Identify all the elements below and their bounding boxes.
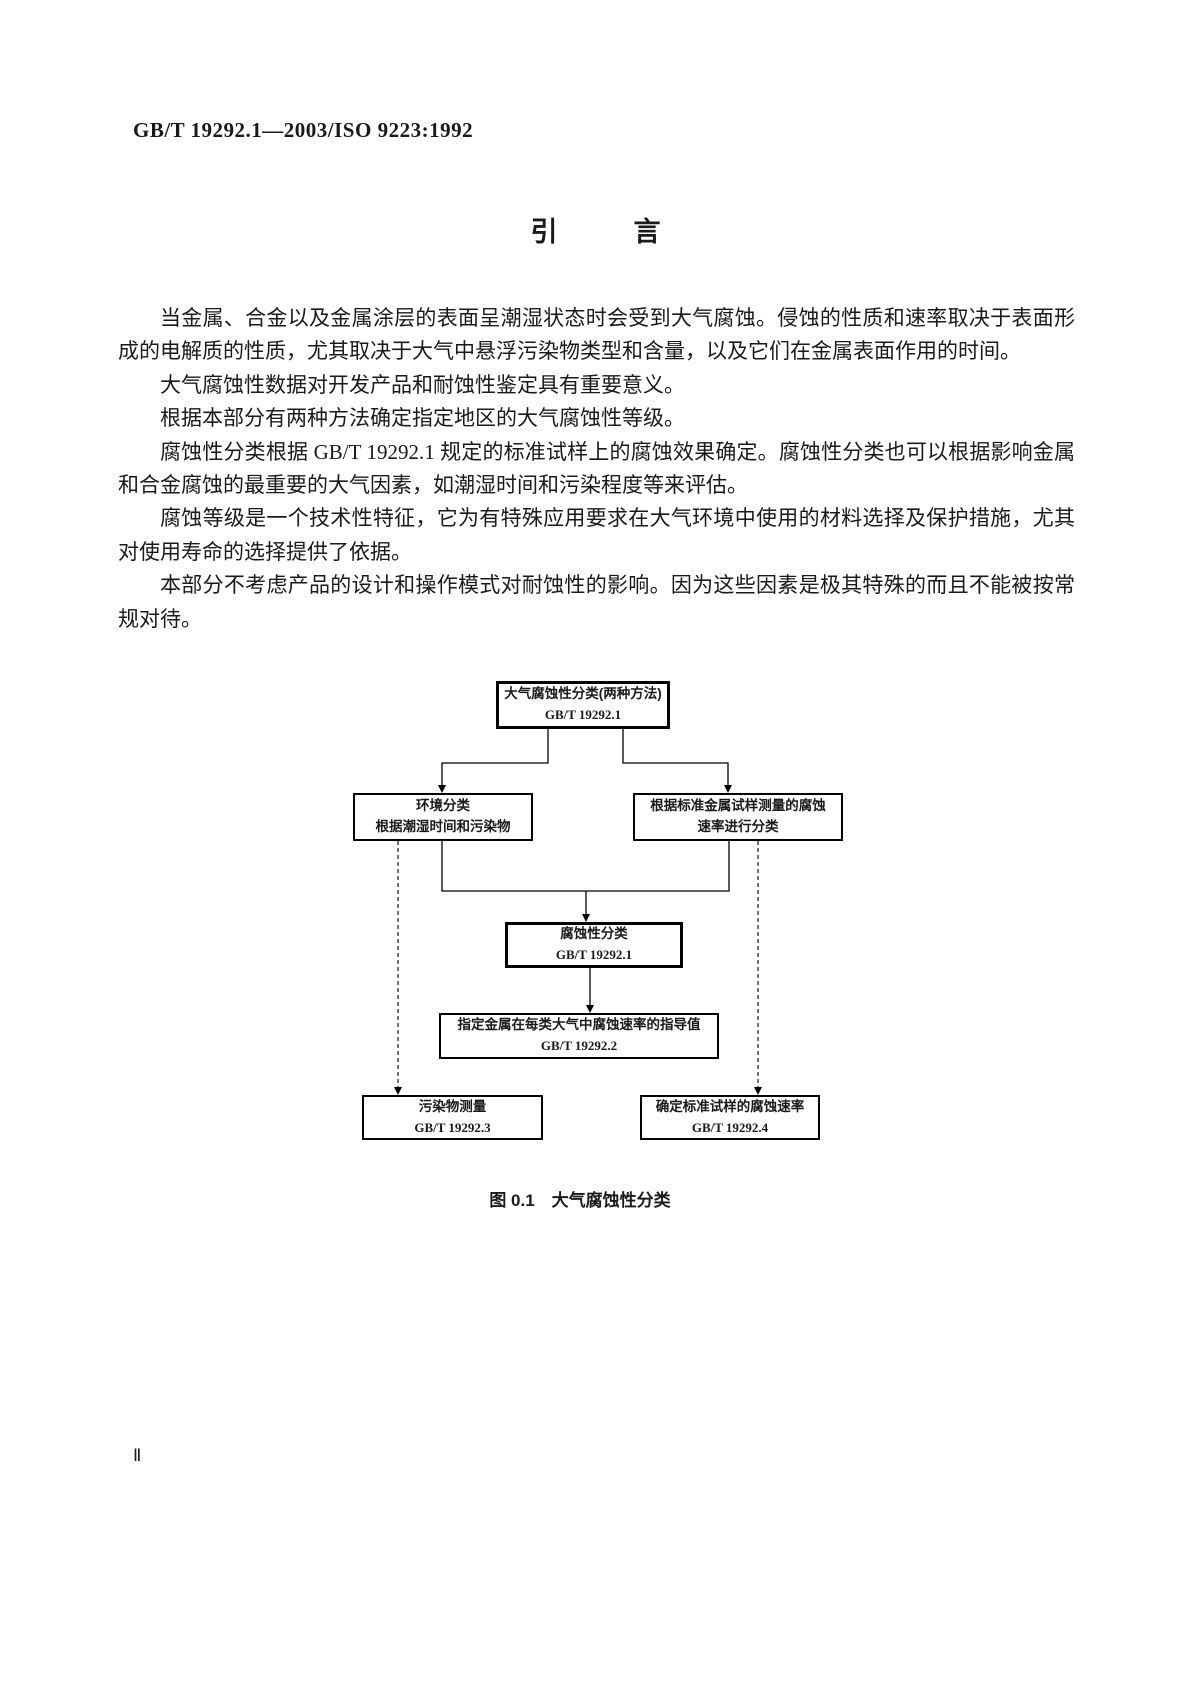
- title-char-2: 言: [633, 217, 661, 247]
- box-label: 指定金属在每类大气中腐蚀速率的指导值: [457, 1017, 701, 1033]
- page-title: 引 言: [0, 210, 1191, 249]
- flowchart-box-atmospheric-classification: 大气腐蚀性分类(两种方法) GB/T 19292.1: [496, 681, 670, 729]
- flowchart-box-corrosivity-classification: 腐蚀性分类 GB/T 19292.1: [505, 922, 683, 968]
- connector-line: [441, 729, 549, 787]
- page-number: Ⅱ: [133, 1446, 142, 1465]
- box-label: 大气腐蚀性分类(两种方法): [504, 686, 662, 702]
- flowchart-box-pollution-measurement: 污染物测量 GB/T 19292.3: [362, 1095, 543, 1140]
- arrowhead-icon: [724, 785, 732, 793]
- flowchart-box-metal-specimen-classification: 根据标准金属试样测量的腐蚀 速率进行分类: [633, 793, 843, 841]
- connector-line: [441, 841, 730, 892]
- arrowhead-icon: [394, 1087, 402, 1095]
- flowchart-box-guiding-values: 指定金属在每类大气中腐蚀速率的指导值 GB/T 19292.2: [439, 1013, 719, 1059]
- box-label: 环境分类: [416, 798, 470, 814]
- figure-caption: 图 0.1 大气腐蚀性分类: [489, 1191, 671, 1210]
- box-label: 根据潮湿时间和污染物: [375, 819, 511, 834]
- arrowhead-icon: [586, 1005, 594, 1013]
- classification-flowchart: 大气腐蚀性分类(两种方法) GB/T 19292.1 环境分类 根据潮湿时间和污…: [340, 675, 860, 1150]
- box-standard-ref: GB/T 19292.3: [414, 1119, 491, 1135]
- paragraph: 腐蚀性分类根据 GB/T 19292.1 规定的标准试样上的腐蚀效果确定。腐蚀性…: [118, 439, 1075, 498]
- connector-line: [622, 729, 729, 787]
- box-standard-ref: GB/T 19292.1: [555, 947, 633, 963]
- flowchart-box-corrosion-rate-determination: 确定标准试样的腐蚀速率 GB/T 19292.4: [640, 1095, 820, 1140]
- box-standard-ref: GB/T 19292.1: [544, 707, 622, 723]
- box-label: 根据标准金属试样测量的腐蚀: [650, 798, 826, 814]
- introduction-text: 当金属、合金以及金属涂层的表面呈潮湿状态时会受到大气腐蚀。侵蚀的性质和速率取决于…: [118, 302, 1075, 636]
- box-label: 腐蚀性分类: [560, 926, 628, 942]
- arrowhead-icon: [438, 785, 446, 793]
- box-standard-ref: GB/T 19292.2: [540, 1038, 618, 1054]
- flowchart-box-environment-classification: 环境分类 根据潮湿时间和污染物: [353, 793, 533, 841]
- paragraph: 当金属、合金以及金属涂层的表面呈潮湿状态时会受到大气腐蚀。侵蚀的性质和速率取决于…: [118, 306, 1075, 364]
- arrowhead-icon: [582, 914, 590, 922]
- box-label: 确定标准试样的腐蚀速率: [655, 1098, 805, 1114]
- paragraph: 根据本部分有两种方法确定指定地区的大气腐蚀性等级。: [160, 406, 685, 431]
- box-label: 速率进行分类: [697, 819, 779, 834]
- paragraph: 大气腐蚀性数据对开发产品和耐蚀性鉴定具有重要意义。: [160, 372, 685, 397]
- flowchart-connectors: [394, 729, 762, 1095]
- box-standard-ref: GB/T 19292.4: [691, 1119, 769, 1135]
- paragraph: 本部分不考虑产品的设计和操作模式对耐蚀性的影响。因为这些因素是极其特殊的而且不能…: [118, 573, 1075, 631]
- title-char-1: 引: [530, 217, 558, 247]
- standard-number-header: GB/T 19292.1—2003/ISO 9223:1992: [133, 118, 474, 142]
- box-label: 污染物测量: [418, 1098, 487, 1114]
- arrowhead-icon: [754, 1087, 762, 1095]
- paragraph: 腐蚀等级是一个技术性特征，它为有特殊应用要求在大气环境中使用的材料选择及保护措施…: [118, 506, 1075, 564]
